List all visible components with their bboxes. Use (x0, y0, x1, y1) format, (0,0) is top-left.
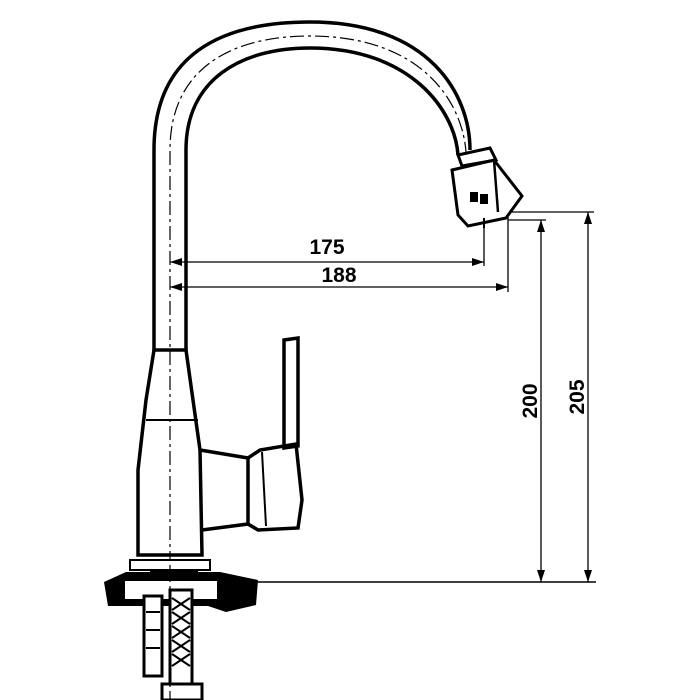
lever-handle (246, 335, 304, 532)
gooseneck-spout (152, 20, 472, 565)
supply-hoses (142, 565, 204, 700)
dimension-205-label: 205 (566, 379, 589, 414)
dimension-175-label: 175 (309, 236, 344, 259)
faucet-body (136, 348, 249, 557)
dimension-175: 175 (170, 228, 485, 266)
dimension-188: 188 (170, 214, 509, 292)
dimension-200-label: 200 (519, 383, 542, 418)
dimension-188-label: 188 (321, 264, 356, 287)
dimension-200: 200 (508, 219, 546, 582)
dimension-205: 205 (510, 211, 594, 582)
aerator-head (450, 146, 524, 228)
